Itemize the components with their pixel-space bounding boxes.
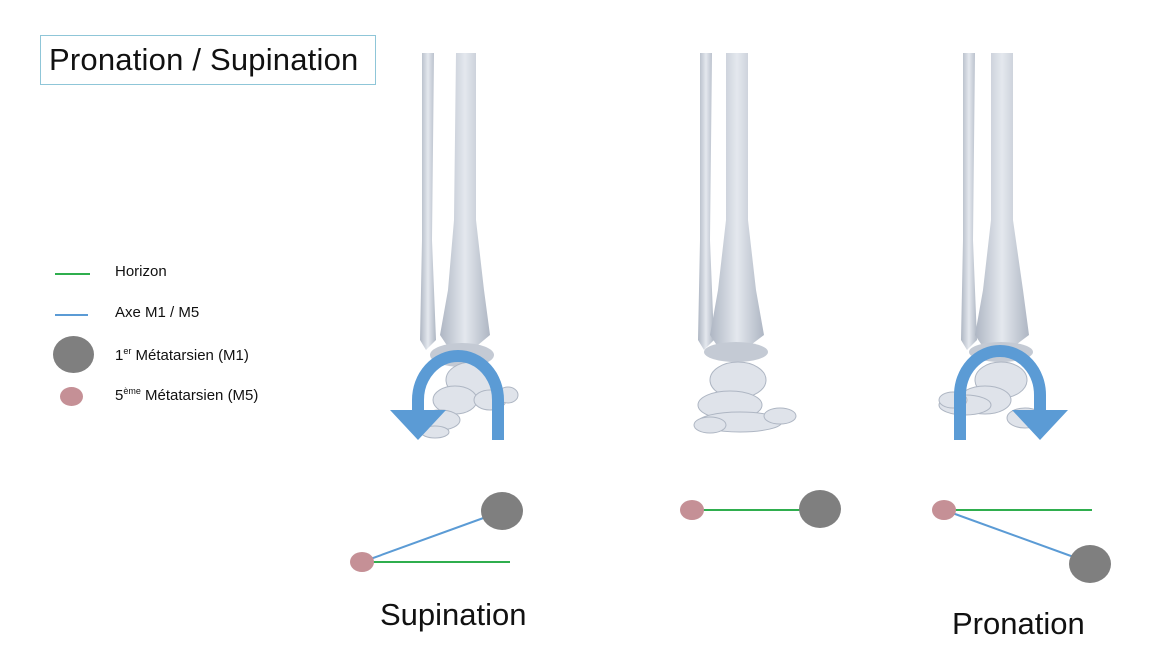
neutral-axis-diagram (680, 490, 841, 528)
m1-superscript: er (123, 346, 132, 356)
m5-superscript: ème (123, 386, 141, 396)
rotation-arrow-icon (390, 350, 504, 440)
legend: Horizon Axe M1 / M5 1er Métatarsien (M1)… (50, 255, 350, 415)
supination-label: Supination (380, 597, 527, 632)
m5-marker (350, 552, 374, 572)
m1-m5-axis-line (943, 509, 1083, 561)
legend-horizon-label: Horizon (115, 263, 167, 280)
m5-marker (680, 500, 704, 520)
neutral-foot-illustration (693, 53, 797, 434)
horizon-line-symbol (55, 273, 90, 275)
m1-marker (481, 492, 523, 530)
legend-item-axis: Axe M1 / M5 (50, 296, 350, 336)
pronation-axis-diagram (932, 500, 1111, 583)
axis-line-symbol (55, 314, 88, 316)
m1-prefix: 1 (115, 347, 124, 364)
rotation-arrow-icon (954, 345, 1068, 440)
m1-circle-symbol (53, 336, 94, 373)
legend-m1-label: 1er Métatarsien (M1) (115, 346, 249, 364)
m1-marker (1069, 545, 1111, 583)
pronation-foot-illustration (938, 53, 1068, 440)
m5-circle-symbol (60, 387, 83, 406)
supination-axis-diagram (350, 492, 523, 572)
legend-item-m5: 5ème Métatarsien (M5) (50, 377, 350, 417)
m5-label-text: Métatarsien (M5) (140, 387, 259, 404)
m5-prefix: 5 (115, 387, 124, 404)
pronation-label: Pronation (952, 606, 1085, 641)
page-title: Pronation / Supination (40, 35, 376, 85)
page-title-text: Pronation / Supination (49, 42, 359, 77)
m1-label-text: Métatarsien (M1) (131, 347, 249, 364)
supination-foot-illustration (390, 53, 519, 440)
m1-m5-axis-line (361, 511, 501, 563)
legend-axis-label: Axe M1 / M5 (115, 304, 200, 321)
legend-m5-label: 5ème Métatarsien (M5) (115, 386, 258, 404)
m5-marker (932, 500, 956, 520)
legend-item-m1: 1er Métatarsien (M1) (50, 335, 350, 375)
legend-item-horizon: Horizon (50, 255, 350, 295)
m1-marker (799, 490, 841, 528)
